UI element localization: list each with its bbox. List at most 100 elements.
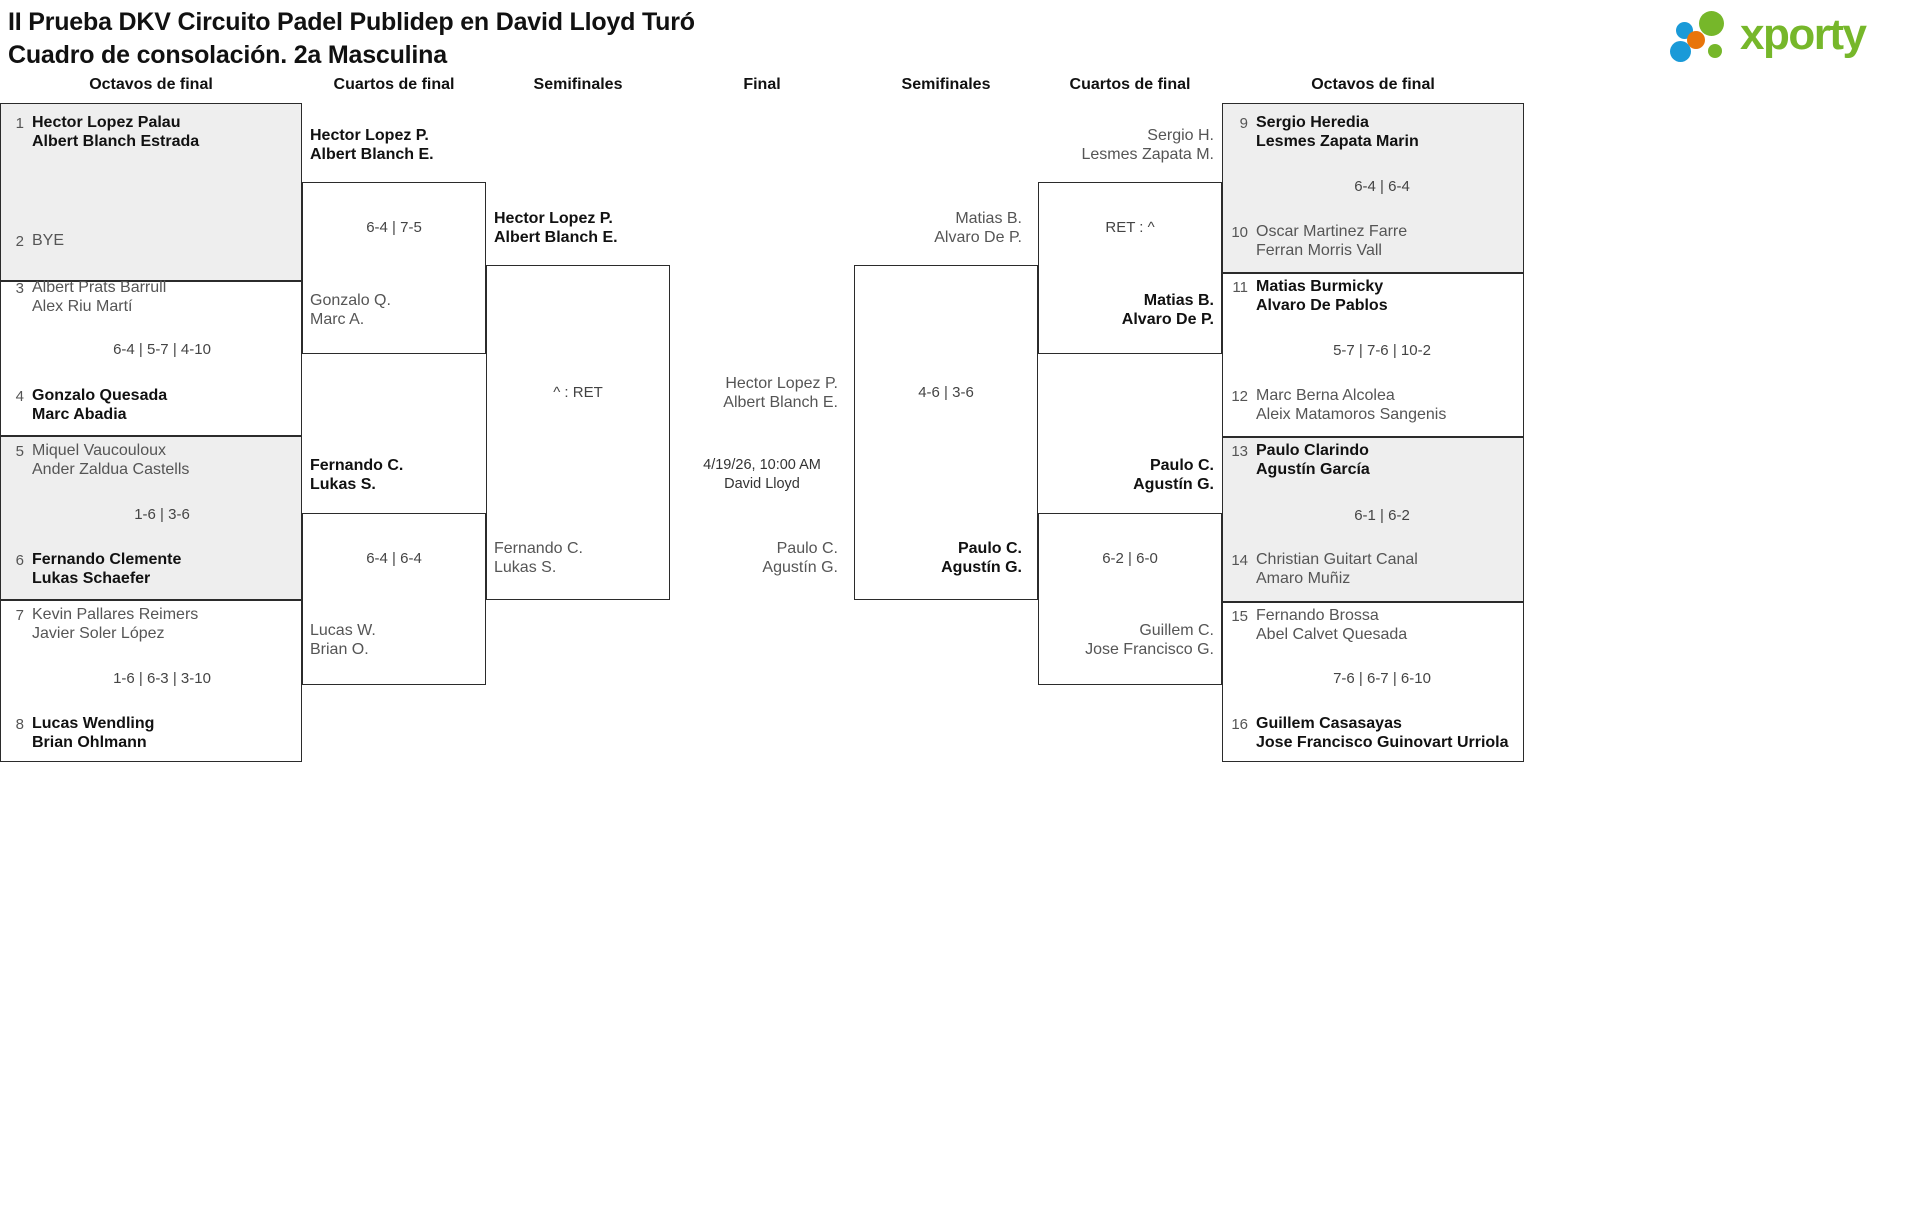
match-box-right-r16-1[interactable] xyxy=(1222,103,1524,273)
player-name-1: Matias Burmicky xyxy=(1256,278,1384,295)
team-label-right-sf-1[interactable]: Matias B. Alvaro De P. xyxy=(854,209,1022,247)
team-label-left-qf-1[interactable]: Hector Lopez P. Albert Blanch E. xyxy=(310,126,434,164)
player-entry[interactable]: 4 Gonzalo Quesada Marc Abadia xyxy=(2,386,167,424)
team-label-left-qf-3[interactable]: Fernando C. Lukas S. xyxy=(310,456,403,494)
match-box-right-r16-4[interactable] xyxy=(1222,602,1524,762)
player-entry[interactable]: 15 Fernando Brossa Abel Calvet Quesada xyxy=(1226,606,1407,644)
match-box-right-qf-2[interactable] xyxy=(1038,513,1222,685)
team-label-left-qf-4[interactable]: Lucas W. Brian O. xyxy=(310,621,376,659)
match-box-left-r16-1[interactable] xyxy=(0,103,302,281)
player-entry[interactable]: 16 Guillem Casasayas Jose Francisco Guin… xyxy=(1226,714,1509,752)
team-label-right-qf-2[interactable]: Matias B. Alvaro De P. xyxy=(1038,291,1214,329)
round-header-right-r16: Octavos de final xyxy=(1311,76,1435,93)
player-name-1: Christian Guitart Canal xyxy=(1256,551,1418,568)
team-label-right-qf-1[interactable]: Sergio H. Lesmes Zapata M. xyxy=(1038,126,1215,164)
player-name-2: Agustín G. xyxy=(941,559,1022,576)
player-name-2: Amaro Muñiz xyxy=(1256,570,1351,587)
player-name-2: Jose Francisco G. xyxy=(1085,641,1214,658)
player-name-1: Lucas Wendling xyxy=(32,715,155,732)
team-label-left-qf-2[interactable]: Gonzalo Q. Marc A. xyxy=(310,291,391,329)
match-score: 1-6 | 6-3 | 3-10 xyxy=(113,670,211,687)
logo-dot-green-small xyxy=(1708,44,1722,58)
player-name-1: Fernando C. xyxy=(494,540,583,557)
player-name-1: Guillem C. xyxy=(1139,622,1214,639)
team-label-final-top[interactable]: Hector Lopez P. Albert Blanch E. xyxy=(670,374,838,412)
player-name-1: Matias B. xyxy=(955,210,1022,227)
match-score: ^ : RET xyxy=(553,384,603,401)
player-name-1: Sergio Heredia xyxy=(1256,114,1369,131)
match-box-left-sf[interactable] xyxy=(486,265,670,600)
logo-dot-green-large xyxy=(1699,11,1724,36)
player-names: Marc Berna Alcolea Aleix Matamoros Sange… xyxy=(1256,386,1446,424)
team-label-right-sf-2[interactable]: Paulo C. Agustín G. xyxy=(854,539,1022,577)
player-names: Fernando Brossa Abel Calvet Quesada xyxy=(1256,606,1407,644)
player-names: Albert Prats Barrull Alex Riu Martí xyxy=(32,278,166,316)
team-label-final-bottom[interactable]: Paulo C. Agustín G. xyxy=(670,539,838,577)
player-name-1: Paulo C. xyxy=(776,540,838,557)
page-title: II Prueba DKV Circuito Padel Publidep en… xyxy=(8,6,695,72)
logo-wordmark: xporty xyxy=(1740,10,1867,59)
match-box-left-r16-3[interactable] xyxy=(0,436,302,600)
player-name-2: Alvaro De Pablos xyxy=(1256,297,1388,314)
team-label-left-sf-2[interactable]: Fernando C. Lukas S. xyxy=(494,539,583,577)
final-venue: David Lloyd xyxy=(724,476,800,492)
team-label-right-qf-3[interactable]: Paulo C. Agustín G. xyxy=(1038,456,1214,494)
match-box-left-qf-2[interactable] xyxy=(302,513,486,685)
player-entry[interactable]: 5 Miquel Vaucouloux Ander Zaldua Castell… xyxy=(2,441,190,479)
match-box-right-r16-2[interactable] xyxy=(1222,273,1524,437)
seed-number: 2 xyxy=(15,233,24,250)
final-date: 4/19/26, 10:00 AM xyxy=(703,457,821,473)
match-box-right-qf-1[interactable] xyxy=(1038,182,1222,354)
player-entry[interactable]: 10 Oscar Martinez Farre Ferran Morris Va… xyxy=(1226,222,1407,260)
player-name-2: Marc Abadia xyxy=(32,406,127,423)
match-box-left-r16-2[interactable] xyxy=(0,281,302,436)
player-name-2: Ander Zaldua Castells xyxy=(32,461,190,478)
player-entry[interactable]: 8 Lucas Wendling Brian Ohlmann xyxy=(2,714,155,752)
match-score: 6-4 | 5-7 | 4-10 xyxy=(113,341,211,358)
match-box-left-r16-4[interactable] xyxy=(0,600,302,762)
player-entry[interactable]: 7 Kevin Pallares Reimers Javier Soler Ló… xyxy=(2,605,199,643)
player-names: Miquel Vaucouloux Ander Zaldua Castells xyxy=(32,441,189,479)
player-name-2: Lukas S. xyxy=(494,559,557,576)
player-entry[interactable]: 13 Paulo Clarindo Agustín García xyxy=(1226,441,1370,479)
seed-number: 5 xyxy=(15,443,24,460)
player-name-1: Lucas W. xyxy=(310,622,376,639)
title-line-1: II Prueba DKV Circuito Padel Publidep en… xyxy=(8,8,695,36)
player-entry[interactable]: 9 Sergio Heredia Lesmes Zapata Marin xyxy=(1226,113,1419,151)
match-box-right-r16-3[interactable] xyxy=(1222,437,1524,602)
player-entry[interactable]: 1 Hector Lopez Palau Albert Blanch Estra… xyxy=(2,113,200,151)
match-score: 6-1 | 6-2 xyxy=(1354,507,1410,524)
match-score: 6-4 | 7-5 xyxy=(366,219,422,236)
player-names: BYE xyxy=(32,231,64,250)
match-box-right-sf[interactable] xyxy=(854,265,1038,600)
match-score: 6-4 | 6-4 xyxy=(366,550,422,567)
player-name-1: Paulo C. xyxy=(1149,457,1214,474)
player-name-2: Lesmes Zapata Marin xyxy=(1256,133,1419,150)
player-entry[interactable]: 3 Albert Prats Barrull Alex Riu Martí xyxy=(2,278,167,316)
player-name-1: Marc Berna Alcolea xyxy=(1256,387,1395,404)
match-score: 6-2 | 6-0 xyxy=(1102,550,1158,567)
seed-number: 1 xyxy=(15,115,24,132)
match-score: 1-6 | 3-6 xyxy=(134,506,190,523)
seed-number: 15 xyxy=(1231,608,1248,625)
player-name-2: Jose Francisco Guinovart Urriola xyxy=(1256,734,1509,751)
player-entry[interactable]: 2 BYE xyxy=(2,231,64,251)
player-name-1: Hector Lopez P. xyxy=(725,375,838,392)
team-label-right-qf-4[interactable]: Guillem C. Jose Francisco G. xyxy=(1038,621,1214,659)
round-header-right-sf: Semifinales xyxy=(901,76,991,93)
match-score: RET : ^ xyxy=(1105,219,1155,236)
player-name-2: Agustín García xyxy=(1256,461,1370,478)
player-name-1: Paulo Clarindo xyxy=(1256,442,1369,459)
seed-number: 7 xyxy=(15,607,24,624)
player-name-1: Kevin Pallares Reimers xyxy=(32,606,199,623)
player-name-1: Hector Lopez P. xyxy=(310,127,429,144)
player-entry[interactable]: 11 Matias Burmicky Alvaro De Pablos xyxy=(1226,277,1388,315)
match-box-left-qf-1[interactable] xyxy=(302,182,486,354)
player-entry[interactable]: 14 Christian Guitart Canal Amaro Muñiz xyxy=(1226,550,1418,588)
round-header-final: Final xyxy=(743,76,781,93)
player-name-1: Gonzalo Quesada xyxy=(32,387,168,404)
player-entry[interactable]: 6 Fernando Clemente Lukas Schaefer xyxy=(2,550,182,588)
team-label-left-sf-1[interactable]: Hector Lopez P. Albert Blanch E. xyxy=(494,209,618,247)
match-score: 5-7 | 7-6 | 10-2 xyxy=(1333,342,1431,359)
player-entry[interactable]: 12 Marc Berna Alcolea Aleix Matamoros Sa… xyxy=(1226,386,1446,424)
